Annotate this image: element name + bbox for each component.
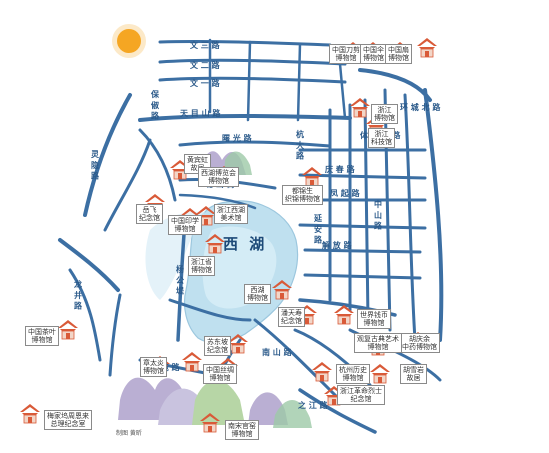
museum-pavilion-icon: [312, 362, 332, 382]
road-label: 保 俶 路: [150, 89, 160, 121]
museum-pavilion-icon: [20, 404, 40, 424]
road-label: 杭 大 路: [295, 129, 305, 161]
place-label: 浙江西湖 美术馆: [214, 204, 248, 224]
lake-label: 西 湖: [223, 235, 267, 253]
museum-pavilion-icon: [272, 280, 292, 300]
sun-icon: [112, 24, 146, 58]
museum-pavilion-icon: [334, 305, 354, 325]
place-label: 中国伞 博物馆: [360, 44, 387, 64]
road-label: 文 一 路: [190, 78, 221, 88]
place-label: 浙江省 博物馆: [188, 256, 215, 276]
place-label: 章太炎 博物馆: [140, 357, 167, 377]
place-label: 南宋官窑 博物馆: [225, 420, 259, 440]
museum-pavilion-icon: [417, 38, 437, 58]
museum-pavilion-icon: [205, 234, 225, 254]
road-label: 文 二 路: [190, 60, 221, 70]
place-label: 世界钱币 博物馆: [357, 309, 391, 329]
road-label: 环 城 北 路: [400, 102, 441, 112]
museum-pavilion-icon: [370, 364, 390, 384]
road-label: 中 山 路: [373, 199, 383, 231]
place-label: 中国茶叶 博物馆: [25, 326, 59, 346]
place-label: 胡庆余 中药博物馆: [399, 333, 440, 353]
road-label: 之 江 路: [298, 400, 329, 410]
road-label: 庆 春 路: [324, 164, 356, 174]
museum-pavilion-icon: [58, 320, 78, 340]
place-label: 中国丝绸 博物馆: [203, 364, 237, 384]
place-label: 苏东坡 纪念馆: [204, 336, 231, 356]
road-label: 杨 公 堤: [175, 264, 185, 296]
road-label: 文 三 路: [190, 40, 221, 50]
museum-pavilion-icon: [228, 334, 248, 354]
place-label: 梅家坞周恩来 总理纪念室: [44, 410, 92, 430]
road-label: 南 山 路: [262, 347, 293, 357]
place-label: 中国刀剪 博物馆: [329, 44, 363, 64]
road-label: 灵 隐 路: [90, 150, 100, 181]
museum-pavilion-icon: [182, 352, 202, 372]
place-label: 中国扇 博物馆: [385, 44, 412, 64]
road-label: 天 目 山 路: [180, 108, 221, 118]
museum-pavilion-icon: [302, 167, 322, 187]
place-label: 中国印学 博物馆: [168, 215, 202, 235]
place-label: 岳飞 纪念馆: [136, 204, 163, 224]
place-label: 西湖 博物馆: [244, 284, 271, 304]
place-label: 浙江 博物馆: [371, 104, 398, 124]
place-label: 观复古典艺术 博物馆: [354, 333, 402, 353]
road-label: 延 安 路: [313, 213, 323, 245]
road-label: 曙 光 路: [222, 133, 253, 143]
place-label: 杭州历史 博物馆: [336, 364, 370, 384]
road-label: 解 放 路: [322, 240, 353, 250]
place-label: 浙江 科技馆: [368, 128, 395, 148]
place-label: 西湖博览会 博物馆: [198, 167, 239, 187]
museum-pavilion-icon: [350, 98, 370, 118]
museum-pavilion-icon: [200, 413, 220, 433]
road-label: 龙 井 路: [73, 279, 83, 311]
museum-pavilion-icon: [196, 206, 216, 226]
map-credit: 制图 黄昕: [116, 430, 142, 437]
place-label: 浙江革命烈士 纪念馆: [337, 385, 385, 405]
place-label: 胡雪岩 故居: [400, 364, 427, 384]
road-label: 凤 起 路: [330, 188, 361, 198]
place-label: 都锦生 织锦博物馆: [282, 185, 323, 205]
place-label: 潘天寿 纪念馆: [278, 307, 305, 327]
